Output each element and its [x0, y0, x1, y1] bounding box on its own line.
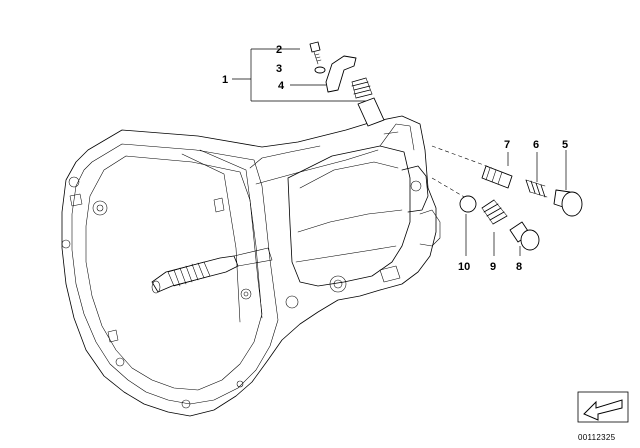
part-ball [459, 195, 477, 213]
part-plug [553, 189, 583, 217]
part-bracket [325, 55, 357, 93]
part-detent-pin [481, 165, 513, 189]
part-spring-upper [351, 77, 373, 99]
assembly-guide-line [431, 145, 493, 169]
callout-bracket-1 [232, 48, 366, 102]
callout-4: 4 [278, 80, 285, 92]
callout-1: 1 [222, 74, 228, 86]
callout-10: 10 [458, 261, 470, 273]
callout-3: 3 [276, 63, 282, 75]
direction-arrow-icon [577, 391, 629, 423]
part-plunger [357, 97, 385, 127]
part-washer [314, 66, 326, 74]
callout-6: 6 [533, 139, 539, 151]
part-screw [309, 41, 322, 65]
callout-5: 5 [562, 139, 568, 151]
callout-8: 8 [516, 261, 522, 273]
callout-7: 7 [504, 139, 510, 151]
callout-9: 9 [490, 261, 496, 273]
transmission-housing [61, 115, 441, 417]
part-spring-9 [481, 199, 508, 225]
assembly-guide-line-2 [431, 177, 467, 199]
callout-2: 2 [276, 44, 282, 56]
reference-number: 00112325 [578, 433, 616, 442]
part-plug-8 [509, 221, 540, 251]
part-spring-6 [525, 179, 548, 198]
